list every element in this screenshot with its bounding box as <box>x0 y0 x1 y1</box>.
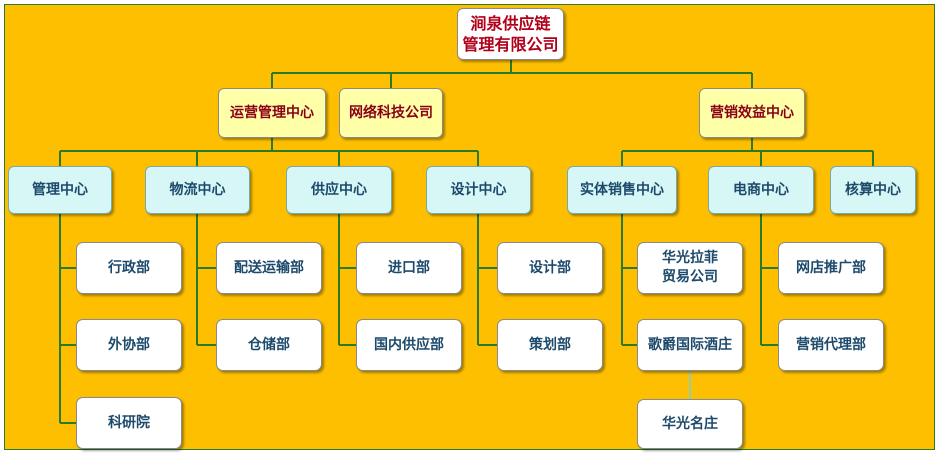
connector-admin <box>59 214 76 424</box>
node-planning-dept: 策划部 <box>497 319 603 371</box>
node-marketing-center: 营销效益中心 <box>699 88 805 138</box>
node-gejue-winery: 歌爵国际酒庄 <box>637 319 743 371</box>
root-name-line2: 管理有限公司 <box>462 35 559 54</box>
connector-design <box>477 214 497 346</box>
node-logistics-center: 物流中心 <box>145 166 250 214</box>
lafite-line1: 华光拉菲 <box>662 250 718 266</box>
node-network-tech: 网络科技公司 <box>339 88 443 138</box>
node-design-center: 设计中心 <box>426 166 531 214</box>
node-domestic-supply-dept: 国内供应部 <box>356 319 462 371</box>
node-management-center: 管理中心 <box>8 166 112 214</box>
node-design-dept: 设计部 <box>497 242 603 294</box>
node-lafite-trading: 华光拉菲 贸易公司 <box>637 242 743 294</box>
node-import-dept: 进口部 <box>356 242 462 294</box>
node-delivery-dept: 配送运输部 <box>216 242 322 294</box>
lafite-line2: 贸易公司 <box>662 269 718 285</box>
root-company-node: 涧泉供应链 管理有限公司 <box>457 8 564 60</box>
node-accounting-center: 核算中心 <box>830 166 916 214</box>
node-admin-dept: 行政部 <box>76 242 182 294</box>
node-research-institute: 科研院 <box>76 397 182 449</box>
root-name-line1: 涧泉供应链 <box>470 14 551 33</box>
connector-root <box>271 60 753 88</box>
node-marketing-agent-dept: 营销代理部 <box>778 319 884 371</box>
node-retail-center: 实体销售中心 <box>567 166 677 214</box>
node-operations-center: 运营管理中心 <box>218 88 326 138</box>
node-supply-center: 供应中心 <box>286 166 392 214</box>
connector-retail <box>621 214 637 346</box>
node-warehouse-dept: 仓储部 <box>216 319 322 371</box>
connector-logistics <box>196 214 216 346</box>
connector-marketing <box>621 138 874 166</box>
node-huaguang-estate: 华光名庄 <box>637 399 743 449</box>
connector-ecommerce <box>760 214 778 346</box>
node-ecommerce-center: 电商中心 <box>708 166 814 214</box>
node-external-dept: 外协部 <box>76 319 182 371</box>
connector-ops <box>59 138 479 166</box>
connector-supply <box>338 214 356 346</box>
chart-background <box>4 4 935 450</box>
node-online-promo-dept: 网店推广部 <box>778 242 884 294</box>
